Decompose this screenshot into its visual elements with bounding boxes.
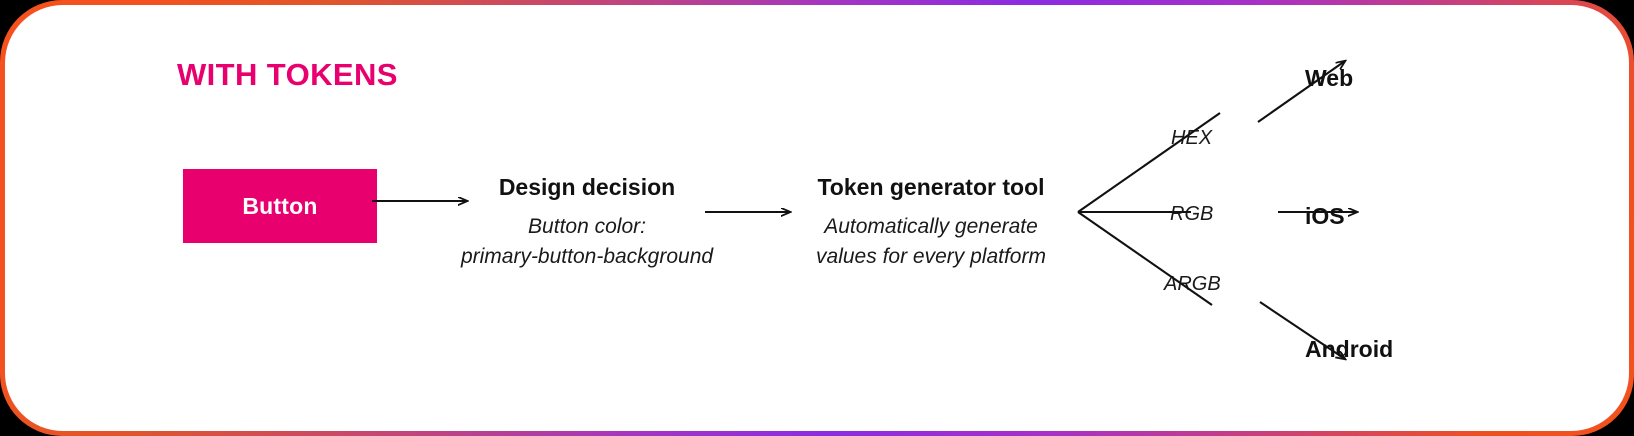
platform-label-android: Android <box>1305 336 1394 362</box>
branch-format-label-argb: ARGB <box>1164 273 1221 295</box>
stage-design-decision-subtitle-line-1: Button color: <box>528 214 646 238</box>
diagram-card-surface: WITH TOKENS Button Design decision Butto… <box>5 5 1629 431</box>
page-title: WITH TOKENS <box>177 57 398 92</box>
stage-design-decision-subtitle-line-2: primary-button-background <box>460 245 714 269</box>
stage-token-generator-tool-subtitle: Automatically generate values for every … <box>765 212 1097 273</box>
button-swatch: Button <box>183 169 377 243</box>
button-swatch-label: Button <box>242 192 318 219</box>
stage-design-decision-title: Design decision <box>498 174 676 200</box>
platform-label-ios: iOS <box>1305 203 1345 229</box>
platform-label-web: Web <box>1305 65 1354 91</box>
stage-design-decision: Design decision Button color: primary-bu… <box>413 173 761 273</box>
stage-design-decision-subtitle: Button color: primary-button-background <box>413 212 761 273</box>
stage-token-generator-tool-subtitle-line-2: values for every platform <box>816 245 1046 269</box>
stage-token-generator-tool-subtitle-line-1: Automatically generate <box>824 214 1038 238</box>
stage-token-generator-tool-title: Token generator tool <box>817 174 1045 200</box>
stage-token-generator-tool: Token generator tool Automatically gener… <box>765 173 1097 273</box>
branch-format-label-rgb: RGB <box>1170 203 1214 225</box>
branch-format-label-hex: HEX <box>1171 127 1213 149</box>
